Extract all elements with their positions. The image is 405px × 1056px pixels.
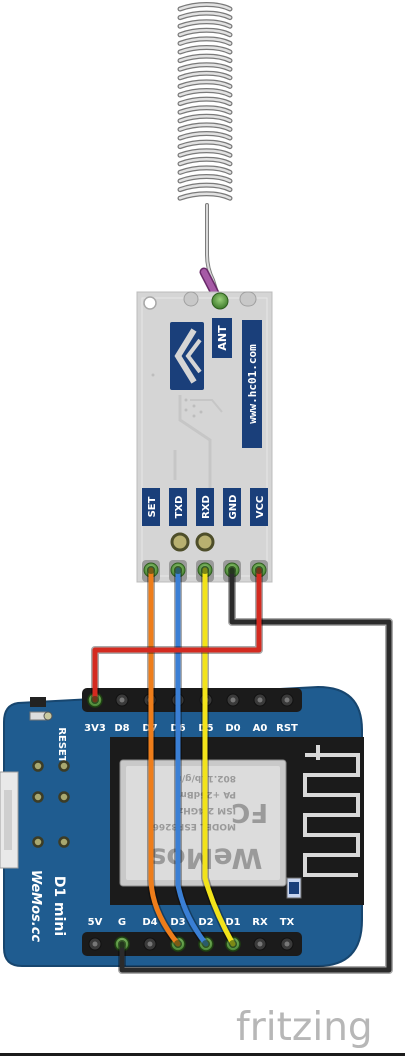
wire-vcc-3v3[interactable] — [92, 567, 262, 703]
d1-mini-board: RESET D1 mini WeMos.cc WeMos MODEL ESP82… — [0, 685, 364, 967]
footer-line — [0, 1053, 405, 1056]
module-pin-label-box — [196, 488, 214, 526]
test-pad — [170, 532, 190, 552]
board-bottom-pin-label-tx: TX — [280, 917, 295, 928]
wire-gnd-g[interactable] — [119, 567, 392, 973]
board-bottom-pin-label-d4: D4 — [142, 917, 157, 928]
board-bottom-pin-label-g: G — [118, 917, 126, 928]
board-top-pin-label-rst: RST — [276, 723, 298, 734]
website-label: www.hc01.com — [246, 344, 259, 424]
module-pin-label-box — [142, 488, 160, 526]
module-top-pad — [239, 291, 257, 307]
board-top-pin-label-d0: D0 — [225, 723, 240, 734]
board-bottom-pin-label-d2: D2 — [198, 917, 213, 928]
ant-label-box: ANT — [212, 318, 232, 358]
board-bottom-pin-label-d1: D1 — [225, 917, 240, 928]
test-pad — [195, 532, 215, 552]
wires — [91, 566, 393, 974]
spring-antenna — [177, 2, 233, 201]
board-bottom-pin-label-d3: D3 — [170, 917, 185, 928]
board-top-pin-label-d8: D8 — [114, 723, 129, 734]
ant-label: ANT — [216, 325, 229, 351]
board-brand: WeMos.cc — [28, 870, 43, 943]
board-bottom-pin-label-rx: RX — [252, 917, 268, 928]
wire-txd-d2[interactable] — [175, 567, 209, 947]
module-pin-label-box — [223, 488, 241, 526]
chip-mark: FC — [231, 797, 268, 827]
module-pin-label-set: SET — [147, 496, 158, 517]
antenna-pad — [211, 292, 229, 310]
board-name: D1 mini — [51, 876, 67, 936]
website-label-box: www.hc01.com — [242, 320, 262, 448]
board-top-pin-label-a0: A0 — [253, 723, 268, 734]
hc-logo — [170, 322, 204, 390]
reset-label: RESET — [56, 727, 67, 763]
module-top-pad — [183, 291, 199, 307]
module-pin-label-txd: TXD — [174, 496, 185, 519]
board-bottom-pin-label-5v: 5V — [88, 917, 103, 928]
board-top-pin-label-3v3: 3V3 — [84, 723, 106, 734]
wire-rxd-d1[interactable] — [202, 567, 236, 947]
module-pin-label-box — [250, 488, 268, 526]
module-pin-label-rxd: RXD — [201, 495, 212, 519]
mount-hole — [143, 296, 157, 310]
module-pin-label-gnd: GND — [228, 495, 239, 520]
chip-model: MODEL ESP8266 — [153, 821, 236, 831]
antenna-lead — [199, 203, 225, 308]
rf-module: ANT www.hc01.com SET TXD RXD GND VCC — [136, 291, 273, 583]
module-pin-label-vcc: VCC — [255, 496, 266, 518]
fritzing-logo: fritzing — [236, 1005, 373, 1050]
wire-set-d3[interactable] — [148, 567, 181, 947]
module-pin-label-box — [169, 488, 187, 526]
